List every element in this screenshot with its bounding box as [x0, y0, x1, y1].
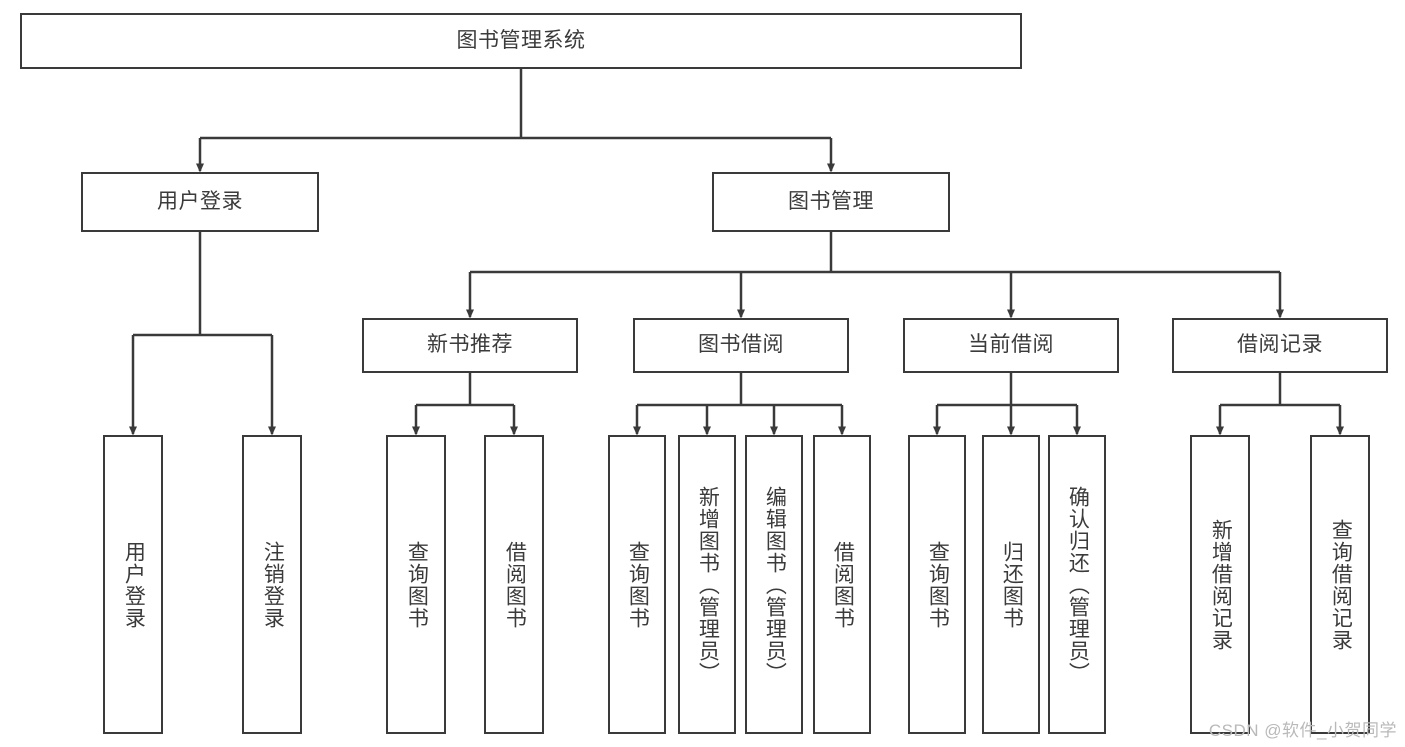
node-label: 查询借阅记录 [1329, 518, 1353, 651]
node-bookmgmt[interactable]: 图书管理 [712, 172, 950, 232]
node-root[interactable]: 图书管理系统 [20, 13, 1022, 69]
node-label: 借阅图书 [831, 540, 855, 629]
connector-borrow-to-leaves [633, 373, 846, 436]
node-label: 查询图书 [926, 540, 950, 629]
node-l-logout[interactable]: 注销登录 [242, 435, 302, 734]
node-l-add[interactable]: 新增图书（管理员） [678, 435, 736, 734]
watermark: CSDN @软件_小贺同学 [1208, 721, 1397, 740]
connector-bookmgmt-to-level2 [466, 232, 1284, 319]
node-l-b2[interactable]: 借阅图书 [813, 435, 871, 734]
node-label: 借阅图书 [503, 540, 527, 629]
node-label: 用户登录 [122, 540, 146, 629]
connector-records-to-leaves [1216, 373, 1344, 436]
node-l-q1[interactable]: 查询图书 [386, 435, 446, 734]
connector-root-to-level1 [196, 69, 835, 173]
node-label: 新书推荐 [427, 333, 513, 357]
node-label: 注销登录 [261, 540, 285, 629]
node-l-addrec[interactable]: 新增借阅记录 [1190, 435, 1250, 734]
node-current[interactable]: 当前借阅 [903, 318, 1119, 373]
node-l-qrec[interactable]: 查询借阅记录 [1310, 435, 1370, 734]
node-label: 借阅记录 [1237, 333, 1323, 357]
node-l-login[interactable]: 用户登录 [103, 435, 163, 734]
node-l-q3[interactable]: 查询图书 [908, 435, 966, 734]
node-label: 图书管理 [788, 189, 874, 213]
node-l-return[interactable]: 归还图书 [982, 435, 1040, 734]
node-label: 新增图书（管理员） [696, 485, 720, 684]
node-label: 新增借阅记录 [1209, 518, 1233, 651]
node-label: 查询图书 [405, 540, 429, 629]
connector-current-to-leaves [933, 373, 1081, 436]
node-label: 归还图书 [1000, 540, 1024, 629]
node-l-b1[interactable]: 借阅图书 [484, 435, 544, 734]
connector-newrec-to-leaves [412, 373, 518, 436]
node-login[interactable]: 用户登录 [81, 172, 319, 232]
node-label: 编辑图书（管理员） [763, 485, 787, 684]
node-records[interactable]: 借阅记录 [1172, 318, 1388, 373]
node-label: 确认归还（管理员） [1066, 485, 1090, 684]
connector-login-to-leaves [129, 232, 276, 436]
node-label: 查询图书 [626, 540, 650, 629]
node-label: 图书管理系统 [456, 28, 586, 52]
node-l-confirm[interactable]: 确认归还（管理员） [1048, 435, 1106, 734]
node-borrow[interactable]: 图书借阅 [633, 318, 849, 373]
node-newrec[interactable]: 新书推荐 [362, 318, 578, 373]
node-l-q2[interactable]: 查询图书 [608, 435, 666, 734]
node-label: 图书借阅 [698, 333, 784, 357]
node-l-edit[interactable]: 编辑图书（管理员） [745, 435, 803, 734]
node-label: 当前借阅 [968, 333, 1054, 357]
node-label: 用户登录 [157, 189, 243, 213]
